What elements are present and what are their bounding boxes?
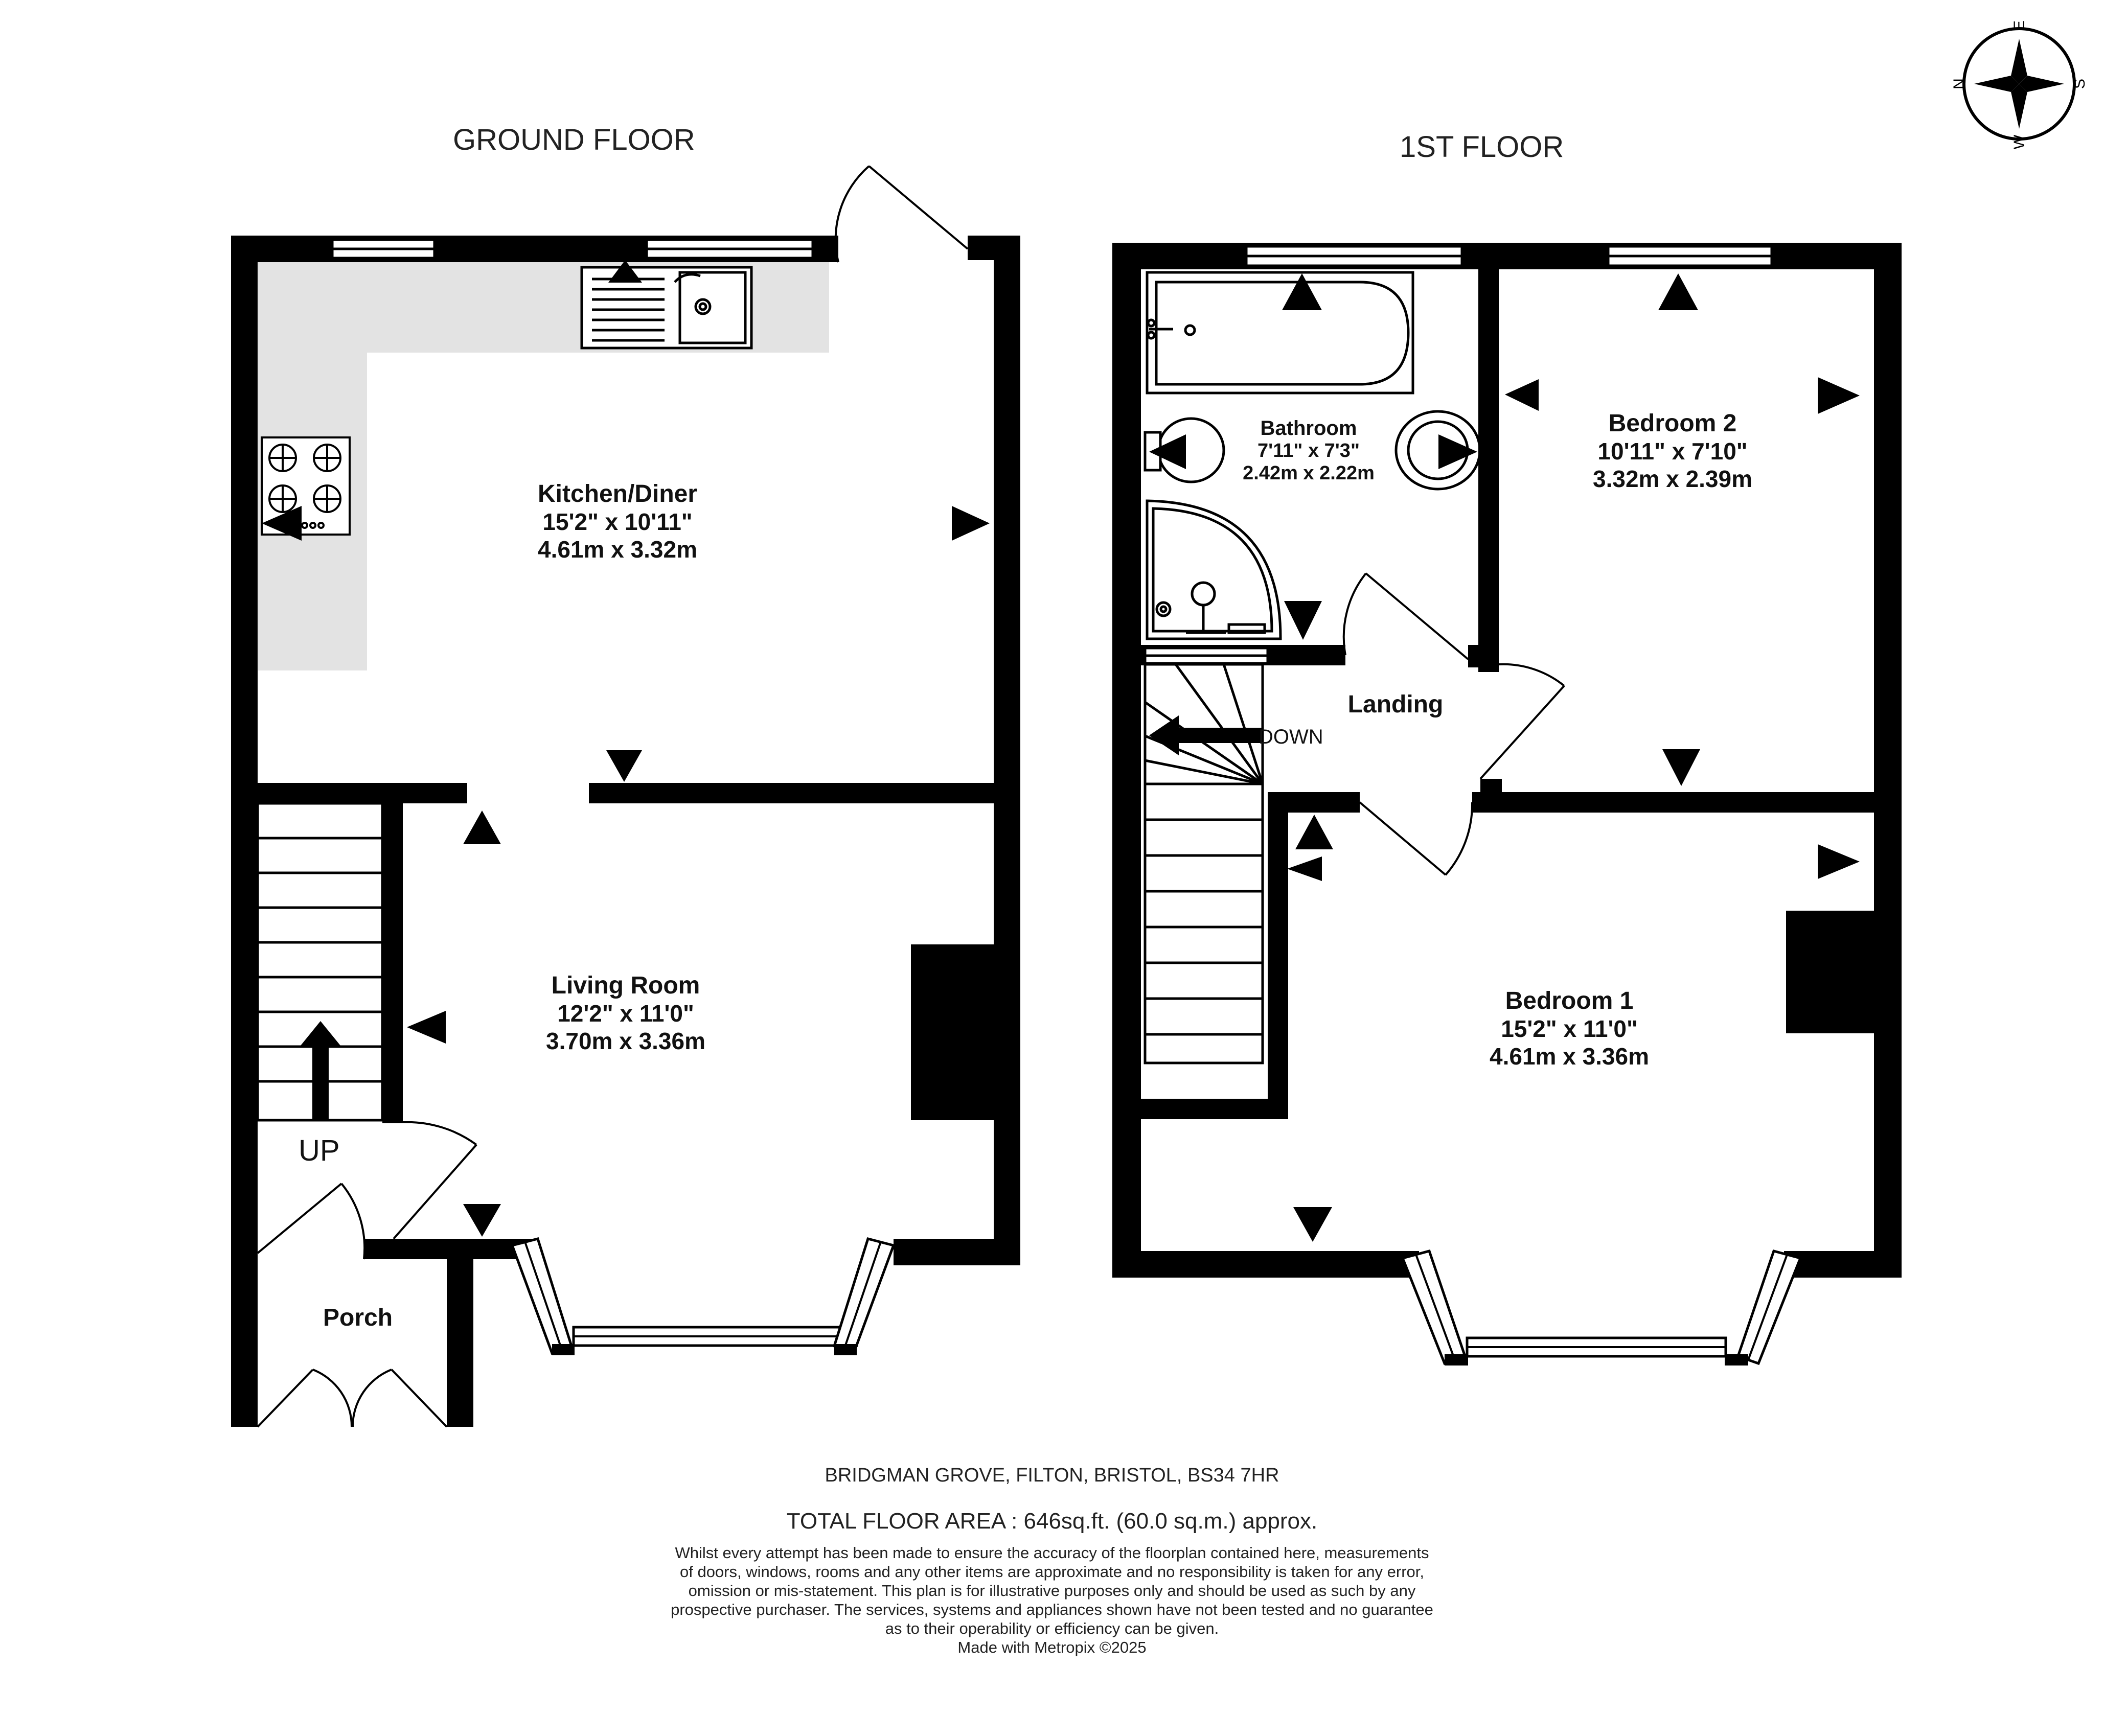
living-room-metric: 3.70m x 3.36m <box>545 1028 706 1054</box>
kitchen-name: Kitchen/Diner <box>537 480 698 507</box>
bathroom-metric: 2.42m x 2.22m <box>1243 462 1375 484</box>
kitchen-metric: 4.61m x 3.32m <box>537 536 698 563</box>
porch-door-stubs <box>231 1421 473 1427</box>
kitchen-sink <box>580 266 753 350</box>
disclaimer-line: prospective purchaser. The services, sys… <box>671 1601 1433 1618</box>
living-room-bay-window <box>510 1237 896 1355</box>
bedroom2-imperial: 10'11" x 7'10" <box>1597 438 1748 465</box>
first-windows <box>1144 245 1773 665</box>
stairs-up-arrow-icon <box>301 1021 340 1120</box>
bathroom-fixtures <box>1144 271 1481 640</box>
living-room-chimney-breast <box>911 944 994 1120</box>
disclaimer-line: Whilst every attempt has been made to en… <box>675 1544 1429 1562</box>
bedroom1-name: Bedroom 1 <box>1505 987 1634 1014</box>
disclaimer-line: as to their operability or efficiency ca… <box>885 1619 1219 1637</box>
bedroom2-name: Bedroom 2 <box>1608 410 1737 437</box>
first-floor-title: 1ST FLOOR <box>1400 130 1564 164</box>
first-staircase <box>1144 663 1264 1064</box>
living-room-name: Living Room <box>551 972 700 999</box>
ground-view-arrows <box>262 260 990 1237</box>
ground-floor <box>231 165 1020 1428</box>
stairs-up-label: UP <box>299 1134 340 1167</box>
first-doors <box>1342 572 1565 876</box>
landing-name: Landing <box>1347 691 1444 718</box>
kitchen-imperial: 15'2" x 10'11" <box>542 508 693 535</box>
first-floor <box>1112 243 1902 1365</box>
property-address: BRIDGMAN GROVE, FILTON, BRISTOL, BS34 7H… <box>825 1465 1279 1486</box>
bedroom1-imperial: 15'2" x 11'0" <box>1501 1015 1638 1042</box>
porch-name: Porch <box>323 1304 393 1331</box>
bedroom2-metric: 3.32m x 2.39m <box>1592 466 1753 492</box>
first-walls <box>1112 243 1902 1278</box>
bedroom1-label: Bedroom 1 15'2" x 11'0" 4.61m x 3.36m <box>1490 987 1649 1070</box>
compass-w: W <box>2011 134 2028 149</box>
bathroom-name: Bathroom <box>1260 417 1357 439</box>
compass-s: S <box>2071 79 2088 89</box>
disclaimer: Whilst every attempt has been made to en… <box>0 1543 2104 1657</box>
bedroom1-chimney-breast <box>1786 911 1874 1033</box>
kitchen-windows <box>331 238 814 260</box>
kitchen-worktop <box>258 262 829 670</box>
ground-doors <box>257 1121 477 1428</box>
bedroom2-label: Bedroom 2 10'11" x 7'10" 3.32m x 2.39m <box>1593 410 1752 493</box>
compass-icon: N E S W <box>1951 20 2088 149</box>
porch-label: Porch <box>323 1304 393 1332</box>
bathroom-label: Bathroom 7'11" x 7'3" 2.42m x 2.22m <box>1243 417 1375 484</box>
disclaimer-line: of doors, windows, rooms and any other i… <box>679 1563 1424 1581</box>
living-room-label: Living Room 12'2" x 11'0" 3.70m x 3.36m <box>546 972 705 1055</box>
compass-e: E <box>2011 20 2028 31</box>
landing-label: Landing <box>1348 691 1444 719</box>
kitchen-label: Kitchen/Diner 15'2" x 10'11" 4.61m x 3.3… <box>538 480 697 563</box>
ground-floor-title: GROUND FLOOR <box>453 123 695 156</box>
compass-n: N <box>1951 78 1968 89</box>
stairs-down-label: DOWN <box>1259 726 1323 748</box>
first-view-arrows <box>1149 273 1860 1242</box>
total-floor-area: TOTAL FLOOR AREA : 646sq.ft. (60.0 sq.m.… <box>786 1509 1318 1534</box>
living-room-imperial: 12'2" x 11'0" <box>557 1000 694 1027</box>
bathroom-imperial: 7'11" x 7'3" <box>1257 440 1360 461</box>
metropix-credit: Made with Metropix ©2025 <box>957 1638 1147 1656</box>
kitchen-back-door <box>834 165 969 263</box>
bedroom1-metric: 4.61m x 3.36m <box>1489 1043 1650 1070</box>
disclaimer-line: omission or mis-statement. This plan is … <box>688 1582 1416 1600</box>
bedroom1-bay-window <box>1401 1249 1802 1365</box>
stairs-down-arrow-icon <box>1149 715 1263 755</box>
